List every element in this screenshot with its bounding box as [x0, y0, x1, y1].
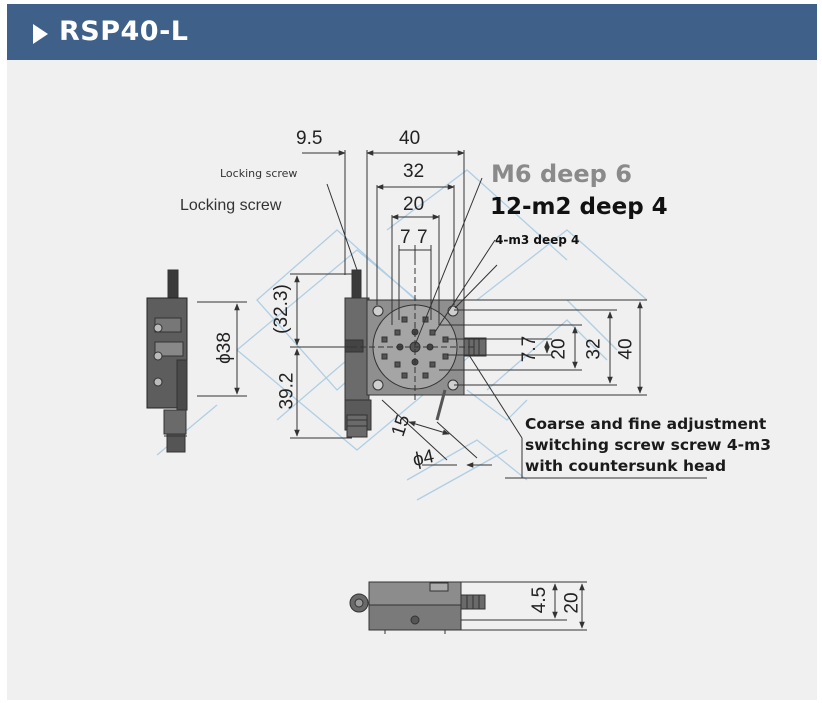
right-dimensions	[439, 299, 647, 396]
coarse-fine-line-3: with countersunk head	[525, 457, 727, 475]
play-arrow-icon	[33, 24, 48, 44]
m3-callout: 4-m3 deep 4	[495, 233, 580, 247]
front-view	[349, 581, 587, 634]
dim-4-5: 4.5	[529, 586, 551, 614]
m6-callout: M6 deep 6	[491, 160, 632, 188]
dim-7-right: 7	[417, 227, 428, 248]
dim-20-top: 20	[403, 194, 425, 215]
dim-32-top: 32	[403, 161, 425, 182]
dim-40-right: 40	[615, 338, 637, 360]
top-dimensions	[302, 150, 465, 325]
dim-20-bottom: 20	[561, 592, 583, 614]
watermark-lines	[156, 169, 648, 501]
locking-screw-label: Locking screw	[180, 197, 282, 214]
dim-dia-38: ϕ38	[213, 332, 235, 364]
angled-dimensions	[381, 399, 492, 468]
dim-20-right: 20	[548, 338, 570, 360]
dim-32-right: 32	[583, 338, 605, 360]
dia38-dimension	[197, 301, 247, 397]
dim-dia-4: ϕ4	[410, 446, 437, 471]
page-title: RSP40-L	[59, 16, 189, 47]
dim-39-2: 39.2	[276, 372, 298, 410]
coarse-fine-line-1: Coarse and fine adjustment	[525, 415, 767, 433]
dim-7-left: 7	[400, 227, 411, 248]
dim-32-3: (32.3)	[270, 284, 292, 334]
drawing-panel: 9.5 40 32 20 7 7 (32.3) 39.2 ϕ38 7.7 20 …	[7, 60, 817, 700]
locking-screw-label-small: Locking screw	[220, 167, 298, 180]
coarse-fine-line-2: switching screw screw 4-m3	[525, 436, 772, 454]
dim-40-top: 40	[399, 128, 421, 149]
left-side-view	[146, 269, 188, 453]
main-top-view	[297, 250, 487, 438]
technical-drawing	[146, 150, 707, 634]
header-bar: RSP40-L	[7, 4, 817, 60]
left-dimensions	[290, 273, 352, 439]
dim-9-5: 9.5	[296, 128, 323, 149]
m2-callout: 12-m2 deep 4	[490, 194, 668, 220]
leader-lines	[326, 177, 707, 479]
dim-7-7: 7.7	[519, 335, 541, 363]
